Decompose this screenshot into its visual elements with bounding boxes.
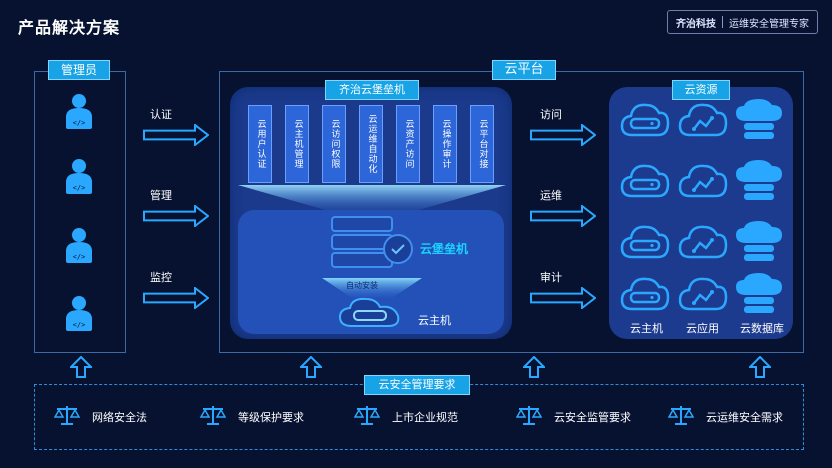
resource-column-label: 云应用 <box>686 322 719 335</box>
requirement-item: 等级保护要求 <box>199 404 304 429</box>
bastion-label: 齐治云堡垒机 <box>325 80 419 100</box>
requirement-item: 网络安全法 <box>53 404 147 429</box>
right-arrow-icon <box>143 124 209 146</box>
flow-label-1: 运维 <box>540 189 562 202</box>
admin-label: 管理员 <box>48 60 110 80</box>
server-stack-icon <box>331 216 413 268</box>
page-title: 产品解决方案 <box>18 18 121 37</box>
up-arrow-icon <box>300 356 322 378</box>
funnel-glow <box>238 185 506 213</box>
function-column: 云用户认证 <box>248 105 272 183</box>
resource-column-label: 云数据库 <box>740 322 784 335</box>
up-arrow-icon <box>749 356 771 378</box>
flow-label-2: 监控 <box>150 271 172 284</box>
resource-column-label: 云主机 <box>630 322 663 335</box>
auto-deploy-label: 自动安装 <box>346 281 378 290</box>
cloud-server-icon <box>620 99 670 143</box>
right-arrow-icon <box>143 287 209 309</box>
cloud-app-icon <box>678 273 728 317</box>
requirement-item: 上市企业规范 <box>353 404 458 429</box>
right-arrow-icon <box>530 124 596 146</box>
function-column: 云运维自动化 <box>359 105 383 183</box>
database-icon <box>734 273 784 321</box>
brand-divider <box>722 16 723 28</box>
brand-logo: 齐治科技 <box>676 18 716 30</box>
flow-label-0: 访问 <box>540 108 562 121</box>
cloud-server-icon <box>620 160 670 204</box>
database-icon <box>734 99 784 147</box>
svg-text:</>: </> <box>73 321 86 329</box>
up-arrow-icon <box>523 356 545 378</box>
flow-label-1: 管理 <box>150 189 172 202</box>
requirement-text: 云运维安全需求 <box>706 410 783 424</box>
database-icon <box>734 160 784 208</box>
right-arrow-icon <box>143 205 209 227</box>
scales-icon <box>353 404 381 429</box>
svg-text:</>: </> <box>73 184 86 192</box>
requirements-label: 云安全管理要求 <box>364 375 470 395</box>
requirement-text: 等级保护要求 <box>238 410 304 424</box>
svg-text:</>: </> <box>73 119 86 127</box>
flow-label-2: 审计 <box>540 271 562 284</box>
requirement-item: 云安全监管要求 <box>515 404 631 429</box>
function-column: 云平台对接 <box>470 105 494 183</box>
bastion-product-name: 云堡垒机 <box>420 242 469 256</box>
svg-text:</>: </> <box>73 253 86 261</box>
scales-icon <box>667 404 695 429</box>
scales-icon <box>53 404 81 429</box>
requirement-item: 云运维安全需求 <box>667 404 783 429</box>
function-column: 云资产访问 <box>396 105 420 183</box>
right-arrow-icon <box>530 205 596 227</box>
requirement-text: 上市企业规范 <box>392 410 458 424</box>
requirement-text: 云安全监管要求 <box>554 410 631 424</box>
cloud-host-icon <box>338 297 400 327</box>
cloud-app-icon <box>678 160 728 204</box>
cloud-server-icon <box>620 221 670 265</box>
function-column: 云访问权限 <box>322 105 346 183</box>
auto-deploy-beam <box>322 278 422 298</box>
database-icon <box>734 221 784 269</box>
function-column: 云主机管理 <box>285 105 309 183</box>
flow-label-0: 认证 <box>150 108 172 121</box>
brand-tagline: 运维安全管理专家 <box>729 18 809 30</box>
user-laptop-icon: </> <box>62 227 96 269</box>
cloud-server-icon <box>620 273 670 317</box>
requirement-text: 网络安全法 <box>92 410 147 424</box>
function-column: 云操作审计 <box>433 105 457 183</box>
right-arrow-icon <box>530 287 596 309</box>
brand-badge: 齐治科技 运维安全管理专家 <box>667 10 818 34</box>
resources-label: 云资源 <box>672 80 730 100</box>
scales-icon <box>515 404 543 429</box>
cloud-platform-label: 云平台 <box>492 60 556 80</box>
cloud-app-icon <box>678 221 728 265</box>
scales-icon <box>199 404 227 429</box>
cloud-app-icon <box>678 99 728 143</box>
user-laptop-icon: </> <box>62 93 96 135</box>
up-arrow-icon <box>70 356 92 378</box>
user-laptop-icon: </> <box>62 295 96 337</box>
cloud-host-label: 云主机 <box>418 314 451 327</box>
user-laptop-icon: </> <box>62 158 96 200</box>
